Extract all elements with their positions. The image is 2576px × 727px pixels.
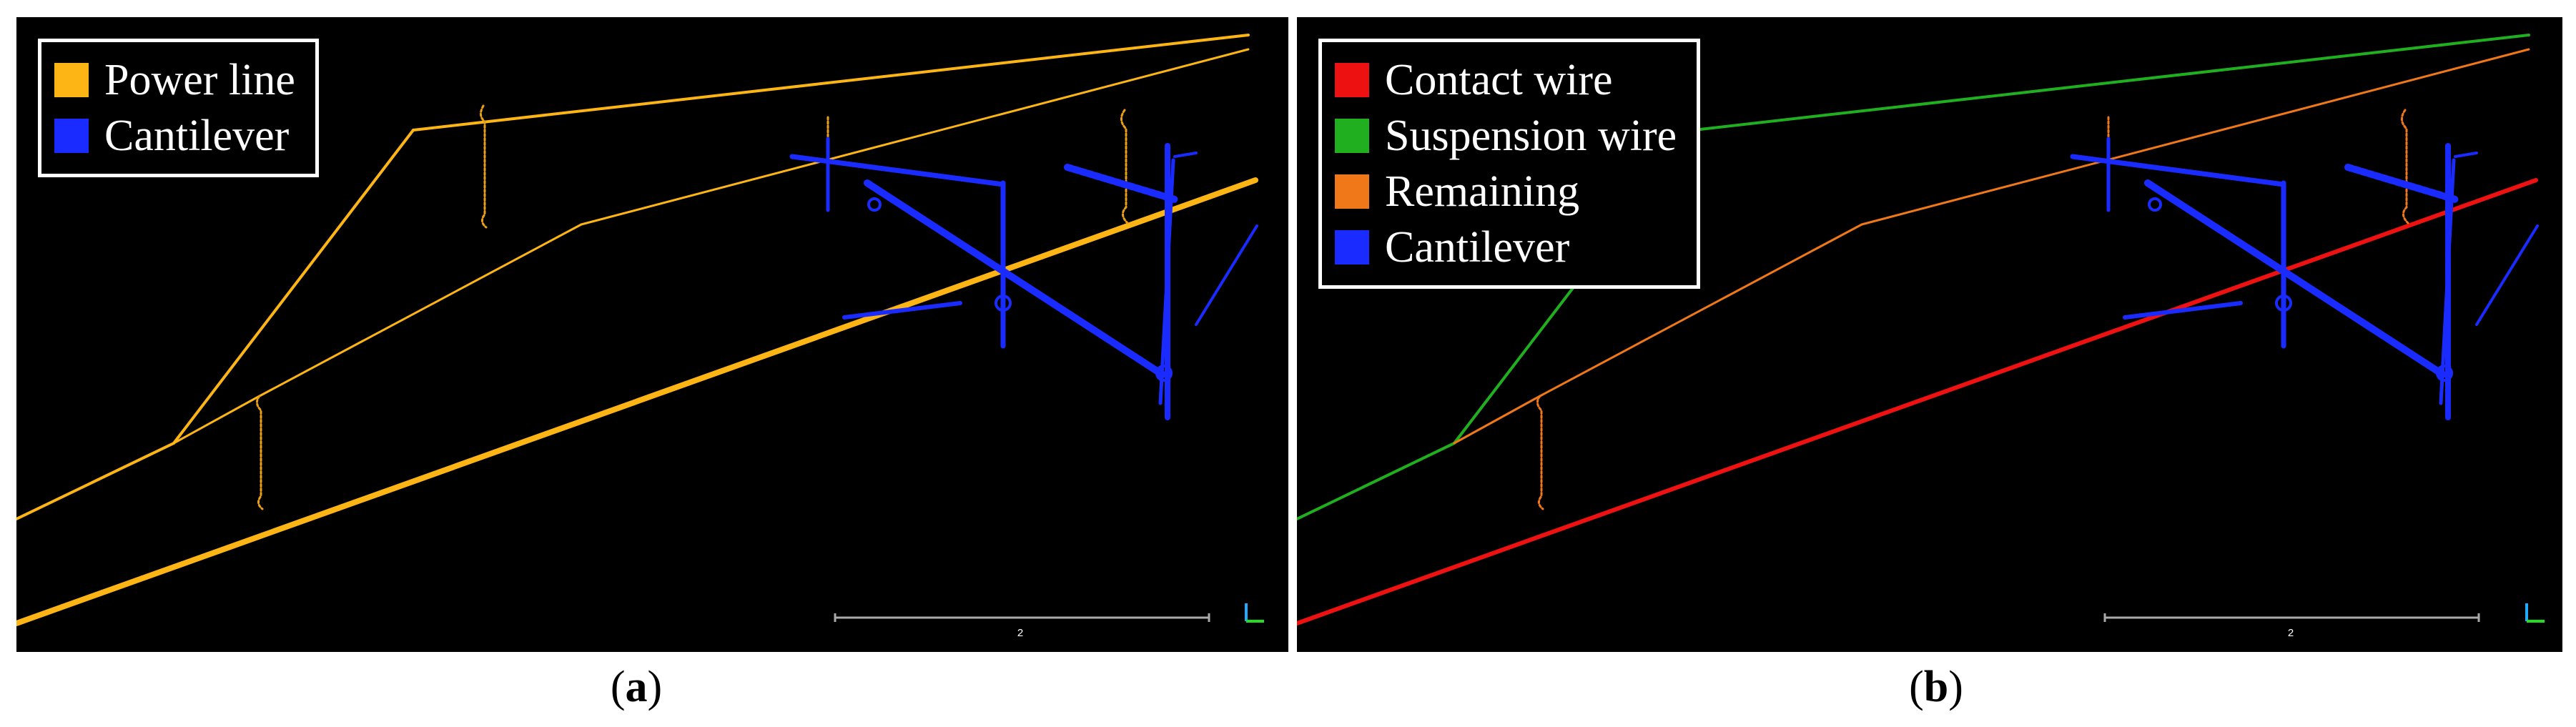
legend-item-cantilever: Cantilever bbox=[54, 108, 295, 164]
cantilever-arm bbox=[2144, 179, 2447, 378]
brace bbox=[1195, 224, 1258, 326]
suspension-wire-segment bbox=[1297, 442, 1456, 520]
clamp bbox=[867, 197, 882, 212]
legend-label: Power line bbox=[104, 56, 295, 104]
cantilever-arm bbox=[789, 154, 1006, 187]
remaining-wire-segment bbox=[1539, 223, 1863, 397]
cantilever-arm bbox=[864, 179, 1166, 378]
auxiliary-wire-segment bbox=[580, 48, 1250, 226]
legend-swatch bbox=[54, 119, 89, 153]
dropper bbox=[256, 395, 264, 510]
suspension-wire-segment bbox=[172, 129, 415, 445]
panel-a-point-cloud-view: 2 Power line Cantilever bbox=[16, 17, 1288, 652]
brace bbox=[2454, 152, 2478, 158]
caption-a: (a) bbox=[610, 663, 663, 711]
insulator bbox=[1064, 164, 1178, 203]
axis-gizmo-icon bbox=[2525, 603, 2545, 623]
dropper bbox=[480, 104, 488, 229]
legend-label: Cantilever bbox=[1385, 223, 1570, 272]
legend-item-cantilever: Cantilever bbox=[1335, 219, 1677, 275]
panel-b-point-cloud-view: 2 Contact wire Suspension wire Remaining… bbox=[1297, 17, 2562, 652]
legend-swatch bbox=[54, 63, 89, 97]
brace bbox=[1173, 152, 1198, 158]
auxiliary-wire-segment bbox=[258, 223, 583, 397]
clamp bbox=[1155, 365, 1173, 382]
legend-label: Suspension wire bbox=[1385, 112, 1677, 160]
power-line-wires bbox=[16, 34, 1258, 626]
clamp bbox=[995, 295, 1012, 312]
legend: Power line Cantilever bbox=[38, 39, 319, 177]
legend-swatch bbox=[1335, 63, 1369, 97]
legend-item-power-line: Power line bbox=[54, 52, 295, 108]
scale-bar: 2 bbox=[834, 613, 1210, 639]
remaining-wire-segment bbox=[1860, 48, 2530, 226]
legend: Contact wire Suspension wire Remaining C… bbox=[1318, 39, 1701, 289]
point-cloud-scene-a: 2 bbox=[16, 34, 1264, 639]
caption-letter: b bbox=[1923, 663, 1949, 711]
suspension-wire-segment bbox=[412, 34, 1250, 132]
clamp bbox=[2275, 295, 2292, 312]
cantilever-arm bbox=[2123, 301, 2243, 320]
scale-bar: 2 bbox=[2103, 613, 2480, 639]
auxiliary-wire-segment bbox=[172, 395, 261, 445]
legend-swatch bbox=[1335, 174, 1369, 209]
legend-item-remaining: Remaining bbox=[1335, 164, 1677, 219]
remaining-wire-segment bbox=[1453, 395, 1541, 445]
suspension-wire-segment bbox=[16, 442, 175, 520]
caption-b: (b) bbox=[1909, 663, 1963, 711]
legend-swatch bbox=[1335, 119, 1369, 153]
legend-swatch bbox=[1335, 230, 1369, 264]
scale-bar-label: 2 bbox=[2288, 627, 2294, 639]
legend-label: Remaining bbox=[1385, 167, 1580, 216]
legend-label: Cantilever bbox=[104, 112, 290, 160]
insulator bbox=[2344, 164, 2459, 203]
cantilever-arm bbox=[842, 301, 962, 320]
dropper bbox=[1120, 109, 1129, 224]
point-cloud-scene-b: 2 bbox=[1297, 34, 2545, 639]
legend-item-suspension-wire: Suspension wire bbox=[1335, 108, 1677, 164]
caption-letter: a bbox=[625, 663, 648, 711]
clamp bbox=[2436, 365, 2453, 382]
suspension-wire-segment bbox=[1692, 34, 2530, 132]
dropper bbox=[2401, 109, 2409, 224]
axis-gizmo-icon bbox=[1245, 603, 1264, 623]
cantilever-structure bbox=[2070, 137, 2539, 420]
contact-wire bbox=[16, 177, 1258, 626]
legend-label: Contact wire bbox=[1385, 56, 1613, 104]
dropper bbox=[1536, 395, 1544, 510]
scale-bar-label: 2 bbox=[1017, 627, 1023, 639]
cantilever-structure bbox=[789, 137, 1258, 420]
cantilever-arm bbox=[2070, 154, 2286, 187]
clamp bbox=[2148, 197, 2162, 212]
contact-wire bbox=[1297, 178, 2538, 625]
brace bbox=[2475, 224, 2539, 326]
legend-item-contact-wire: Contact wire bbox=[1335, 52, 1677, 108]
